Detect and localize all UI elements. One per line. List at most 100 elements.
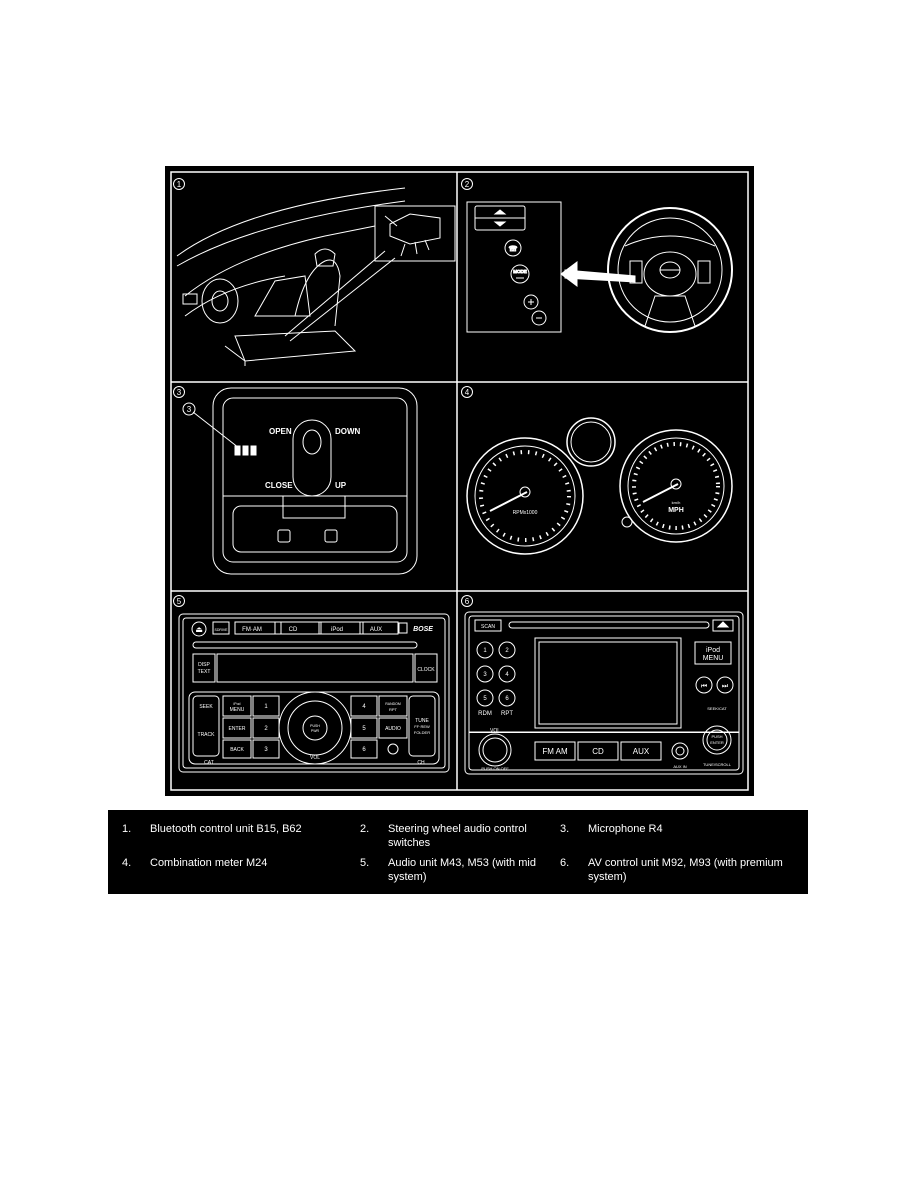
- disp-label: DISP: [198, 662, 210, 668]
- ipod-menu-button[interactable]: [222, 695, 252, 717]
- enter-button[interactable]: [222, 717, 252, 739]
- rpt-label: RPT: [389, 707, 398, 712]
- preset-2-label: 2: [264, 726, 268, 732]
- menu-label: MENU: [703, 655, 724, 662]
- callout-number: 3: [187, 405, 192, 414]
- volume-knob[interactable]: [478, 733, 512, 767]
- av-cd-button[interactable]: [577, 741, 619, 761]
- panel-4-badge: 4: [461, 386, 473, 398]
- disc-slot: [508, 621, 710, 629]
- aux-jack: [398, 622, 408, 634]
- tachometer-label: RPMx1000: [513, 510, 538, 516]
- wheel-top-grip: [624, 235, 716, 247]
- lamp-notch: [282, 495, 346, 519]
- preset-4-label: 4: [505, 672, 509, 678]
- audio-label: AUDIO: [385, 726, 401, 732]
- power-knob[interactable]: [302, 715, 328, 741]
- random-rpt-button[interactable]: [378, 695, 408, 717]
- ch-label: CH: [417, 760, 425, 766]
- preset-button-6[interactable]: [498, 689, 516, 707]
- pointer-arrow-head: [560, 261, 578, 287]
- volume-ring[interactable]: [287, 700, 343, 756]
- map-lamp-housing: [232, 505, 398, 553]
- preset-1-label: 1: [264, 704, 268, 710]
- preset-1-button[interactable]: [252, 695, 280, 717]
- aux-button[interactable]: [359, 621, 399, 635]
- seek-forward-button[interactable]: [716, 676, 734, 694]
- preset-2-label: 2: [505, 648, 509, 654]
- mode-button: [510, 264, 530, 284]
- preset-5-button[interactable]: [350, 717, 378, 739]
- preset-1-label: 1: [483, 648, 487, 654]
- preset-button-4[interactable]: [498, 665, 516, 683]
- center-console: [254, 275, 311, 317]
- detail-box: [374, 205, 456, 262]
- scan-button[interactable]: [474, 619, 502, 632]
- panel-5-audio-unit: ⏏: [178, 613, 450, 773]
- panel-3-badge: 3: [173, 386, 185, 398]
- speedometer-face: [627, 437, 725, 535]
- mic-hole-1: [234, 445, 241, 456]
- clock-button[interactable]: [414, 653, 438, 683]
- legend-text: Steering wheel audio control switches: [388, 823, 527, 849]
- fm-am-button[interactable]: [234, 621, 282, 635]
- left-switch-pad: [629, 260, 643, 284]
- cd-button[interactable]: [274, 621, 322, 635]
- seek-cat-label: SEEK/CAT: [707, 706, 727, 711]
- seek-back-button[interactable]: [695, 676, 713, 694]
- ipod-label: iPod: [331, 627, 343, 633]
- center-gauge-bezel: [566, 417, 616, 467]
- cd-slot: [192, 641, 418, 649]
- audio-button[interactable]: [378, 717, 408, 739]
- seek-label: SEEK: [199, 704, 213, 710]
- dashboard-top: [176, 200, 406, 267]
- seek-track-rocker[interactable]: [192, 695, 220, 757]
- preset-button-5[interactable]: [476, 689, 494, 707]
- lamp-button-left: [277, 529, 291, 543]
- preset-3-label: 3: [264, 747, 268, 753]
- ipod-menu-button[interactable]: [694, 641, 732, 665]
- phone-icon: ☏: [509, 245, 518, 253]
- av-aux-in-jack: [671, 742, 689, 760]
- preset-5-label: 5: [483, 696, 487, 702]
- av-aux-button[interactable]: [620, 741, 662, 761]
- ff-rew-label: FF·REW: [414, 724, 430, 729]
- legend-item-3: 3. Microphone R4: [560, 822, 800, 836]
- tune-folder-rocker[interactable]: [408, 695, 436, 757]
- back-button[interactable]: [222, 739, 252, 759]
- panel-2-badge: 2: [461, 178, 473, 190]
- legend-item-4: 4. Combination meter M24: [122, 856, 352, 870]
- up-label: UP: [335, 481, 347, 490]
- disp-text-button[interactable]: [192, 653, 216, 683]
- scan-label: SCAN: [481, 624, 495, 630]
- preset-6-label: 6: [362, 747, 366, 753]
- seat-cushion: [234, 330, 357, 362]
- steering-wheel-inner: [617, 217, 723, 323]
- preset-4-button[interactable]: [350, 695, 378, 717]
- overhead-console-inner: [222, 397, 408, 563]
- av-fm-am-button[interactable]: [534, 741, 576, 761]
- av-unit-frame: [464, 611, 744, 775]
- tune-scroll-knob[interactable]: [702, 725, 732, 755]
- bluetooth-module: [389, 213, 441, 245]
- ipod-button[interactable]: [318, 621, 364, 635]
- steering-hub: [211, 290, 229, 312]
- preset-6-button[interactable]: [350, 739, 378, 759]
- preset-button-3[interactable]: [476, 665, 494, 683]
- preset-button-1[interactable]: [476, 641, 494, 659]
- preset-5-label: 5: [362, 726, 366, 732]
- sdrive-label: SDRIVE: [214, 628, 228, 632]
- preset-3-button[interactable]: [252, 739, 280, 759]
- av-eject-button[interactable]: [712, 619, 734, 632]
- audio-unit-frame: [178, 613, 450, 773]
- preset-button-2[interactable]: [498, 641, 516, 659]
- panel-6-labels: SCAN 1 2 3 4 5 6 RDM RPT iPod MENU ⏮ ⏭ S…: [478, 624, 732, 771]
- speedometer-label: MPH: [668, 507, 684, 514]
- panel-5-number: 5: [177, 597, 182, 606]
- tachometer-face: [474, 445, 576, 547]
- push-label: PUSH: [711, 734, 722, 739]
- av-cd-label: CD: [592, 747, 604, 756]
- av-fm-am-label: FM AM: [542, 747, 568, 756]
- eject-icon: ⏏: [195, 625, 203, 634]
- enter-label: ENTER: [229, 726, 246, 732]
